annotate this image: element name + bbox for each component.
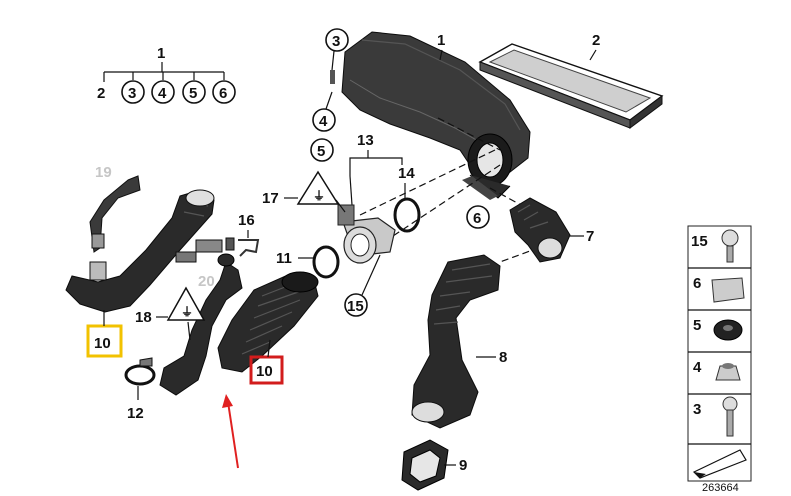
- svg-text:⏚: ⏚: [181, 305, 193, 319]
- label-12: 12: [127, 405, 144, 422]
- label-5: 5: [317, 143, 325, 160]
- label-3: 3: [332, 33, 340, 50]
- air-filter-element: [478, 43, 664, 129]
- label-1: 1: [437, 32, 445, 49]
- fastener-legend: 15 6 5 4 3: [687, 225, 752, 482]
- label-4: 4: [319, 113, 328, 130]
- tree-label-6: 6: [219, 85, 227, 102]
- label-7: 7: [586, 228, 594, 245]
- legend-label-5: 5: [693, 317, 701, 334]
- label-13: 13: [357, 132, 374, 149]
- label-16: 16: [238, 212, 255, 229]
- vent-pipe: [89, 175, 141, 281]
- tree-label-3: 3: [128, 85, 136, 102]
- tree-label-5: 5: [189, 85, 197, 102]
- legend-label-15: 15: [691, 233, 708, 250]
- label-15: 15: [347, 298, 364, 315]
- sensor-connector: [175, 237, 235, 263]
- label-6: 6: [473, 210, 481, 227]
- label-19: 19: [95, 164, 112, 181]
- red-pointer-arrow: [222, 394, 239, 469]
- label-18: 18: [135, 309, 152, 326]
- label-9: 9: [459, 457, 467, 474]
- assembly-tree: 1 2 3 4 5 6: [97, 45, 236, 104]
- label-10-red: 10: [256, 363, 273, 380]
- legend-label-6: 6: [693, 275, 701, 292]
- label-2: 2: [592, 32, 600, 49]
- intake-elbow: [509, 197, 571, 263]
- tree-label-2: 2: [97, 85, 105, 102]
- air-duct: [411, 254, 501, 429]
- tree-label-1: 1: [157, 45, 165, 62]
- document-id: 263664: [702, 482, 739, 494]
- label-20: 20: [198, 273, 215, 290]
- svg-text:⏚: ⏚: [313, 189, 325, 203]
- highlight-red-10: [249, 355, 284, 385]
- left-intake-hose: [65, 189, 215, 313]
- label-10-yellow: 10: [94, 335, 111, 352]
- label-11: 11: [276, 250, 292, 267]
- tree-label-4: 4: [158, 85, 167, 102]
- label-14: 14: [398, 165, 415, 182]
- legend-label-4: 4: [693, 359, 702, 376]
- legend-label-3: 3: [693, 401, 701, 418]
- label-8: 8: [499, 349, 507, 366]
- main-intake-hose: [159, 253, 319, 396]
- duct-gasket: [401, 439, 449, 491]
- label-17: 17: [262, 190, 279, 207]
- mass-air-flow-sensor: [337, 204, 396, 264]
